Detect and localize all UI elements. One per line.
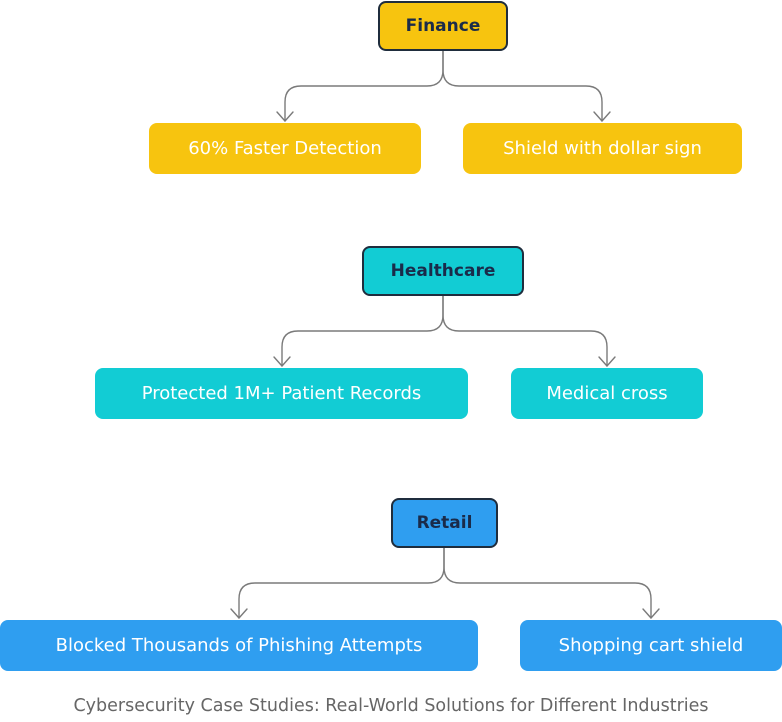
connector-finance-to-child-2 [442, 50, 603, 122]
diagram-caption: Cybersecurity Case Studies: Real-World S… [73, 696, 709, 716]
connector-retail-to-child-1 [238, 547, 445, 619]
healthcare-node: Healthcare [362, 246, 524, 296]
retail-node: Retail [391, 498, 498, 548]
retail-cart-shield-node: Shopping cart shield [520, 620, 782, 671]
arrowhead-finance-child-2 [593, 111, 611, 122]
arrowhead-healthcare-child-2 [598, 356, 616, 367]
connector-healthcare-to-child-1 [281, 295, 444, 367]
arrowhead-retail-child-2 [642, 608, 660, 619]
arrowhead-retail-child-1 [230, 608, 248, 619]
finance-shield-dollar-node: Shield with dollar sign [463, 123, 742, 174]
connector-healthcare-to-child-2 [442, 295, 608, 367]
finance-faster-detection-node: 60% Faster Detection [149, 123, 421, 174]
connector-finance-to-child-1 [284, 50, 444, 122]
finance-node: Finance [378, 1, 508, 51]
healthcare-patient-records-node: Protected 1M+ Patient Records [95, 368, 468, 419]
arrowhead-healthcare-child-1 [273, 356, 291, 367]
healthcare-medical-cross-node: Medical cross [511, 368, 703, 419]
retail-phishing-node: Blocked Thousands of Phishing Attempts [0, 620, 478, 671]
arrowhead-finance-child-1 [276, 111, 294, 122]
connector-retail-to-child-2 [443, 547, 652, 619]
